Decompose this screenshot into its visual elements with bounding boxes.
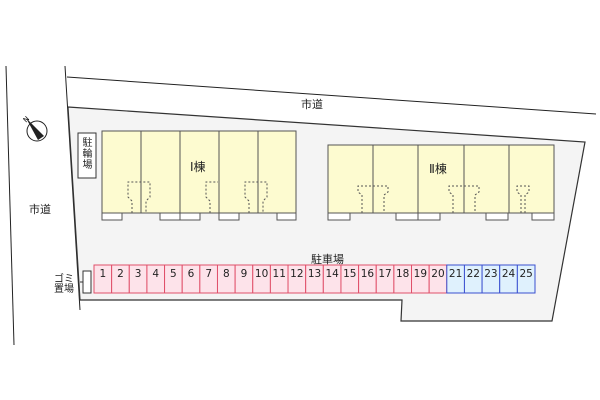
parking-label: 駐車場: [311, 253, 344, 266]
building-2: [327, 144, 555, 221]
building-1-label: Ⅰ棟: [190, 160, 206, 174]
north-label: N: [22, 115, 31, 124]
parking-spot-number: 1: [99, 268, 106, 280]
parking-spot-number: 3: [135, 268, 142, 280]
parking-spot-number: 6: [188, 268, 195, 280]
parking-spot-number: 25: [519, 268, 532, 280]
building-1: [101, 130, 297, 221]
bicycle-parking: [77, 132, 97, 179]
road-edge-top: [66, 76, 597, 115]
parking-spot-number: 4: [152, 268, 159, 280]
garbage-area: [82, 270, 92, 294]
parking-spot-number: 16: [361, 268, 375, 280]
parking-spot-number: 20: [431, 268, 444, 280]
road-label-top: 市道: [301, 98, 323, 111]
parking-spot-number: 24: [502, 268, 516, 280]
parking-spot-number: 23: [484, 268, 497, 280]
parking-spot-number: 5: [170, 268, 177, 280]
parking-spot-number: 13: [308, 268, 321, 280]
parking-spot-number: 18: [396, 268, 409, 280]
parking-spot-number: 22: [467, 268, 480, 280]
parking-spot-number: 11: [273, 268, 286, 280]
bicycle-parking-label: 駐輪場: [82, 138, 93, 171]
parking-spot-number: 17: [378, 268, 391, 280]
parking-spot-number: 21: [449, 268, 462, 280]
north-arrow-icon: [26, 118, 48, 142]
parking-spot-number: 12: [290, 268, 303, 280]
parking-spot-number: 7: [205, 268, 212, 280]
parking-spot-number: 14: [325, 268, 339, 280]
building-2-label: Ⅱ棟: [429, 162, 447, 176]
road-label-left: 市道: [29, 203, 51, 216]
parking-spot-number: 15: [343, 268, 356, 280]
parking-spot-number: 10: [255, 268, 268, 280]
parking-spot: [516, 264, 536, 294]
parking-spot-number: 19: [414, 268, 427, 280]
parking-spot-number: 2: [117, 268, 124, 280]
parking-spot-number: 8: [223, 268, 230, 280]
garbage-label: ゴミ置場: [54, 274, 74, 295]
parking-spot-number: 9: [241, 268, 248, 280]
road-edge-left-outer: [5, 65, 15, 346]
